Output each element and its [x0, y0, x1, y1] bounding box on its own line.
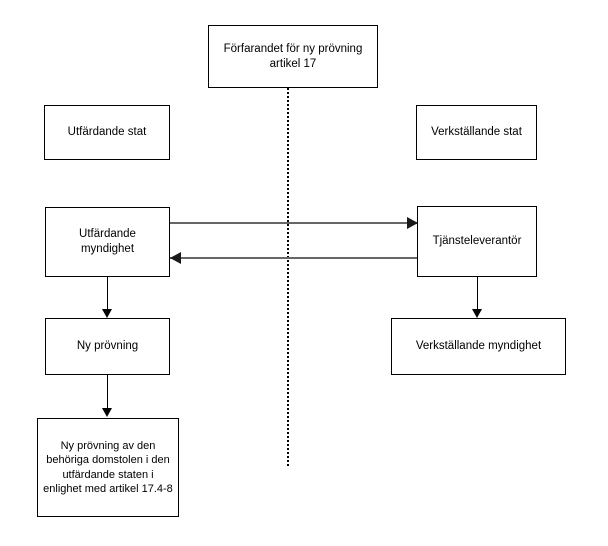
arrowhead-left-icon: [170, 252, 181, 264]
arrowhead-down-icon: [472, 309, 482, 318]
edge-new-review-to-court-review: [107, 375, 108, 409]
node-court-review[interactable]: Ny prövning av den behöriga domstolen i …: [37, 418, 179, 517]
node-issuing-authority[interactable]: Utfärdande myndighet: [45, 207, 170, 277]
node-executing-authority[interactable]: Verkställande myndighet: [391, 318, 566, 375]
edge-issuing-authority-to-new-review: [107, 277, 108, 310]
node-executing-state[interactable]: Verkställande stat: [416, 105, 537, 160]
arrowhead-down-icon: [102, 408, 112, 417]
node-service-provider[interactable]: Tjänsteleverantör: [417, 206, 537, 277]
state-divider-dotted-line: [287, 88, 289, 466]
arrowhead-down-icon: [102, 309, 112, 318]
node-forfarandet[interactable]: Förfarandet för ny prövning artikel 17: [208, 25, 378, 88]
arrowhead-right-icon: [407, 217, 418, 229]
edge-service-provider-to-executing-authority: [477, 277, 478, 310]
node-new-review[interactable]: Ny prövning: [45, 318, 170, 375]
edge-service-provider-to-issuing-authority: [170, 257, 417, 259]
edge-issuing-authority-to-service-provider: [170, 222, 417, 224]
node-issuing-state[interactable]: Utfärdande stat: [44, 105, 170, 160]
